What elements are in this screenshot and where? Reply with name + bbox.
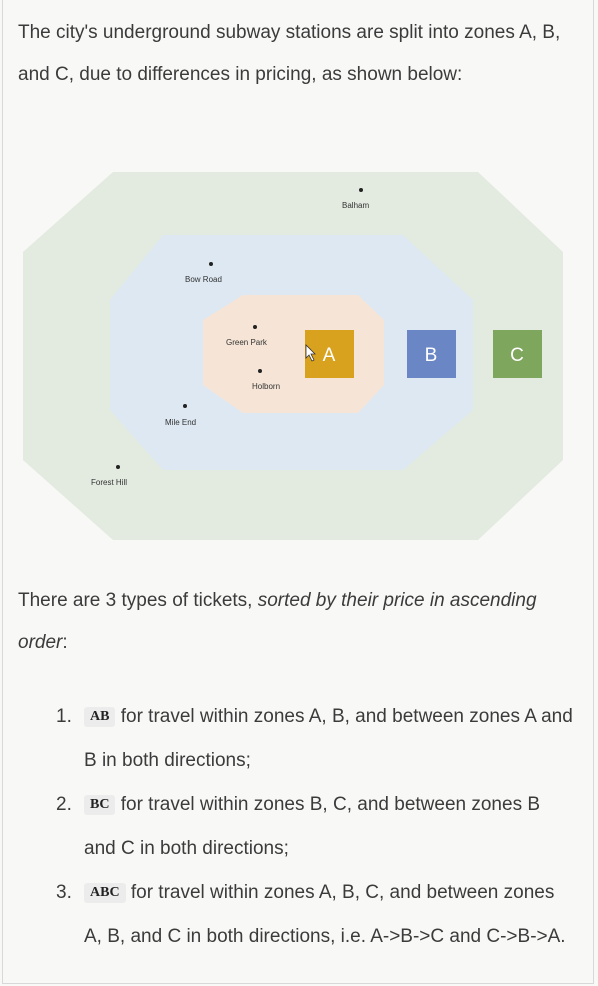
list-item: 2. BC for travel within zones B, C, and … <box>0 783 596 871</box>
station-label-forest-hill: Forest Hill <box>91 478 127 487</box>
ticket-description: for travel within zones A, B, C, and bet… <box>84 882 566 947</box>
ticket-types-intro: There are 3 types of tickets, <box>18 590 258 611</box>
zone-a-letter: A <box>323 345 336 366</box>
station-label-holborn: Holborn <box>252 382 280 391</box>
list-number: 3. <box>56 882 72 903</box>
station-label-bow-road: Bow Road <box>185 275 222 284</box>
ticket-types-emphasis: sorted by their price in ascending order <box>18 590 537 653</box>
station-label-balham: Balham <box>342 201 369 210</box>
zone-b-letter: B <box>425 345 438 366</box>
station-label-mile-end: Mile End <box>165 418 196 427</box>
ticket-code-ab: AB <box>84 707 116 727</box>
ticket-types-paragraph: There are 3 types of tickets, sorted by … <box>18 580 578 663</box>
ticket-code-bc: BC <box>84 795 116 815</box>
zone-diagram: Balham Bow Road Green Park Holborn Mile … <box>18 170 576 550</box>
zone-c-badge <box>493 330 542 378</box>
station-dot-green-park <box>253 325 257 329</box>
station-dot-bow-road <box>209 262 213 266</box>
list-item: 3. ABC for travel within zones A, B, C, … <box>0 871 596 959</box>
list-number: 2. <box>56 794 72 815</box>
station-dot-holborn <box>258 369 262 373</box>
intro-paragraph: The city's underground subway stations a… <box>18 22 561 85</box>
ticket-description: for travel within zones A, B, and betwee… <box>84 706 573 771</box>
ticket-list: 1. AB for travel within zones A, B, and … <box>0 695 596 959</box>
station-dot-mile-end <box>183 404 187 408</box>
mouse-cursor-icon <box>305 344 316 362</box>
zone-b-badge <box>407 330 456 378</box>
zone-c-letter: C <box>510 345 524 366</box>
list-item: 1. AB for travel within zones A, B, and … <box>0 695 596 783</box>
list-number: 1. <box>56 706 72 727</box>
zone-a-region <box>203 295 384 413</box>
ticket-description: for travel within zones B, C, and betwee… <box>84 794 541 859</box>
station-label-green-park: Green Park <box>226 338 268 347</box>
ticket-code-abc: ABC <box>84 883 126 903</box>
station-dot-balham <box>359 188 363 192</box>
ticket-types-colon: : <box>62 631 68 653</box>
station-dot-forest-hill <box>116 465 120 469</box>
